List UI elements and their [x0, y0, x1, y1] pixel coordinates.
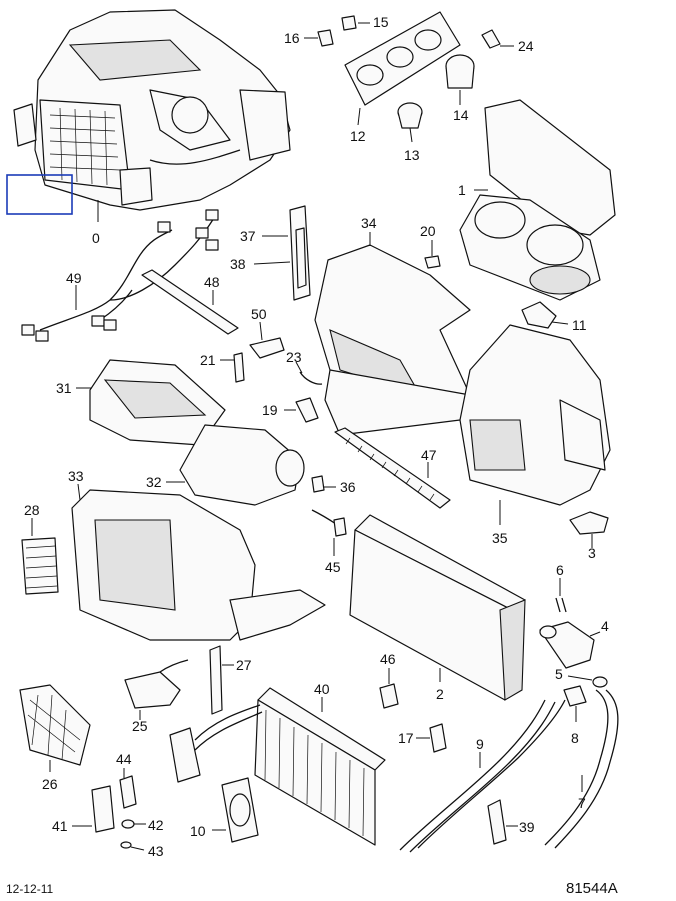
- part-label-3: 3: [588, 545, 596, 561]
- part-36-clip: [311, 475, 325, 493]
- part-47-grille: [334, 427, 451, 509]
- part-label-42: 42: [148, 817, 164, 833]
- part-label-41: 41: [52, 818, 68, 834]
- part-24-clip: [481, 29, 501, 49]
- part-34-distribution-housing: [314, 244, 471, 436]
- part-label-38: 38: [230, 256, 246, 272]
- part-8-clip: [563, 685, 587, 707]
- footer-ref: 81544A: [566, 880, 618, 897]
- part-4-valve: [539, 621, 595, 669]
- part-32-foot-duct: [179, 424, 305, 506]
- part-12-control-panel: [344, 11, 461, 106]
- part-label-32: 32: [146, 474, 162, 490]
- part-label-2: 2: [436, 686, 444, 702]
- part-21-clip: [233, 352, 245, 383]
- part-23-clip: [299, 371, 323, 385]
- part-35-blower-case: [459, 324, 611, 506]
- part-20-clip: [424, 255, 441, 269]
- part-48-rod: [141, 269, 239, 335]
- part-label-31: 31: [56, 380, 72, 396]
- part-13-knob: [397, 102, 423, 129]
- part-50-actuator: [249, 337, 285, 359]
- part-label-48: 48: [204, 274, 220, 290]
- part-42-seal: [121, 819, 135, 829]
- part-label-45: 45: [325, 559, 341, 575]
- part-label-16: 16: [284, 30, 300, 46]
- part-14-knob: [445, 54, 475, 89]
- part-label-28: 28: [24, 502, 40, 518]
- part-5-o-ring: [592, 676, 608, 688]
- part-label-11: 11: [572, 317, 587, 333]
- part-label-20: 20: [420, 223, 436, 239]
- part-label-25: 25: [132, 718, 148, 734]
- part-9-pipes: [399, 699, 566, 853]
- part-label-49: 49: [66, 270, 82, 286]
- part-26-filter: [19, 684, 91, 766]
- part-label-6: 6: [556, 562, 564, 578]
- part-label-5: 5: [555, 666, 563, 682]
- part-label-36: 36: [340, 479, 356, 495]
- part-0-heater-assembly: [13, 9, 291, 211]
- part-49-wiring-harness: [21, 209, 219, 342]
- part-15-clip: [341, 15, 357, 31]
- part-label-17: 17: [398, 730, 414, 746]
- part-label-34: 34: [361, 215, 377, 231]
- part-17-clip: [429, 723, 447, 753]
- part-label-10: 10: [190, 823, 206, 839]
- part-45-sensor: [311, 509, 347, 537]
- part-label-8: 8: [571, 730, 579, 746]
- part-label-12: 12: [350, 128, 366, 144]
- part-label-0: 0: [92, 230, 100, 246]
- part-label-40: 40: [314, 681, 330, 697]
- part-label-37: 37: [240, 228, 256, 244]
- part-label-13: 13: [404, 147, 420, 163]
- part-31-air-duct: [89, 359, 226, 446]
- part-44-bracket: [119, 775, 137, 809]
- part-label-35: 35: [492, 530, 508, 546]
- part-label-33: 33: [68, 468, 84, 484]
- part-16-clip: [317, 29, 334, 47]
- part-19-lever: [295, 397, 319, 423]
- footer-date: 12-12-11: [6, 882, 53, 896]
- part-2-heater-core: [349, 514, 526, 701]
- part-label-44: 44: [116, 751, 132, 767]
- part-7-hose: [544, 689, 619, 849]
- part-label-24: 24: [518, 38, 534, 54]
- part-label-9: 9: [476, 736, 484, 752]
- part-39-bracket: [487, 799, 507, 845]
- part-11-bracket: [521, 301, 557, 329]
- part-37-38-flap: [289, 205, 311, 301]
- part-label-1: 1: [458, 182, 466, 198]
- part-6-clip: [555, 597, 567, 613]
- part-label-15: 15: [373, 14, 389, 30]
- part-label-27: 27: [236, 657, 252, 673]
- part-label-14: 14: [453, 107, 469, 123]
- part-label-23: 23: [286, 349, 302, 365]
- part-43-seal: [120, 841, 132, 849]
- part-label-43: 43: [148, 843, 164, 859]
- part-label-50: 50: [251, 306, 267, 322]
- part-label-47: 47: [421, 447, 437, 463]
- part-40-evaporator: [254, 687, 386, 846]
- part-label-7: 7: [578, 795, 586, 811]
- part-25-actuator: [124, 659, 189, 709]
- part-33-heater-case: [71, 489, 326, 641]
- part-label-4: 4: [601, 618, 609, 634]
- highlight-box: [6, 174, 73, 215]
- part-27-clip: [209, 645, 223, 715]
- part-label-26: 26: [42, 776, 58, 792]
- part-label-19: 19: [262, 402, 278, 418]
- part-3-bracket: [569, 511, 609, 535]
- part-10-fittings: [169, 704, 263, 843]
- part-46-connector: [379, 683, 399, 709]
- part-41-expansion-valve: [91, 785, 115, 833]
- part-28-filter: [21, 537, 59, 595]
- part-1-blower-housing: [459, 99, 616, 301]
- part-label-39: 39: [519, 819, 535, 835]
- part-label-21: 21: [200, 352, 216, 368]
- part-label-46: 46: [380, 651, 396, 667]
